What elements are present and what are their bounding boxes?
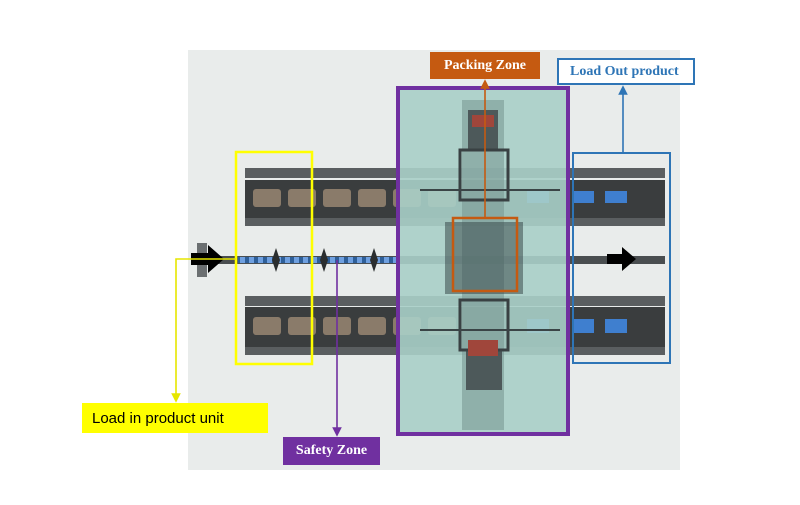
carton: [288, 189, 316, 207]
chain-link: [366, 257, 371, 263]
conveyor-flight: [320, 248, 328, 272]
conveyor-flight: [370, 248, 378, 272]
carton: [323, 189, 351, 207]
chain-link: [303, 257, 308, 263]
chain-link: [393, 257, 398, 263]
load-out-zone-outline: [572, 152, 671, 364]
carton: [358, 317, 386, 335]
packed-product: [572, 319, 594, 333]
carton: [358, 189, 386, 207]
packed-product: [605, 191, 627, 203]
chain-link: [357, 257, 362, 263]
chain-link: [330, 257, 335, 263]
chain-link: [339, 257, 344, 263]
packed-product: [605, 319, 627, 333]
chain-link: [258, 257, 263, 263]
load-in-label: Load in product unit: [82, 403, 268, 433]
chain-link: [312, 257, 317, 263]
packing-machine: [398, 90, 568, 432]
chain-link: [384, 257, 389, 263]
packing-zone-label: Packing Zone: [430, 52, 540, 79]
packing-zone-outline: [451, 216, 519, 293]
load-in-leader: [171, 258, 236, 403]
carton: [253, 317, 281, 335]
load-out-label: Load Out product: [557, 58, 695, 85]
load-in-zone-outline: [234, 150, 314, 366]
chain-link: [294, 257, 299, 263]
arrow-right-icon: [607, 247, 636, 271]
chain-link: [267, 257, 272, 263]
chain-link: [249, 257, 254, 263]
conveyor-flight: [272, 248, 280, 272]
carton: [288, 317, 316, 335]
chain-link: [285, 257, 290, 263]
chain-link: [240, 257, 245, 263]
chain-link: [348, 257, 353, 263]
carton: [253, 189, 281, 207]
safety-zone-label: Safety Zone: [283, 437, 380, 465]
packed-product: [572, 191, 594, 203]
